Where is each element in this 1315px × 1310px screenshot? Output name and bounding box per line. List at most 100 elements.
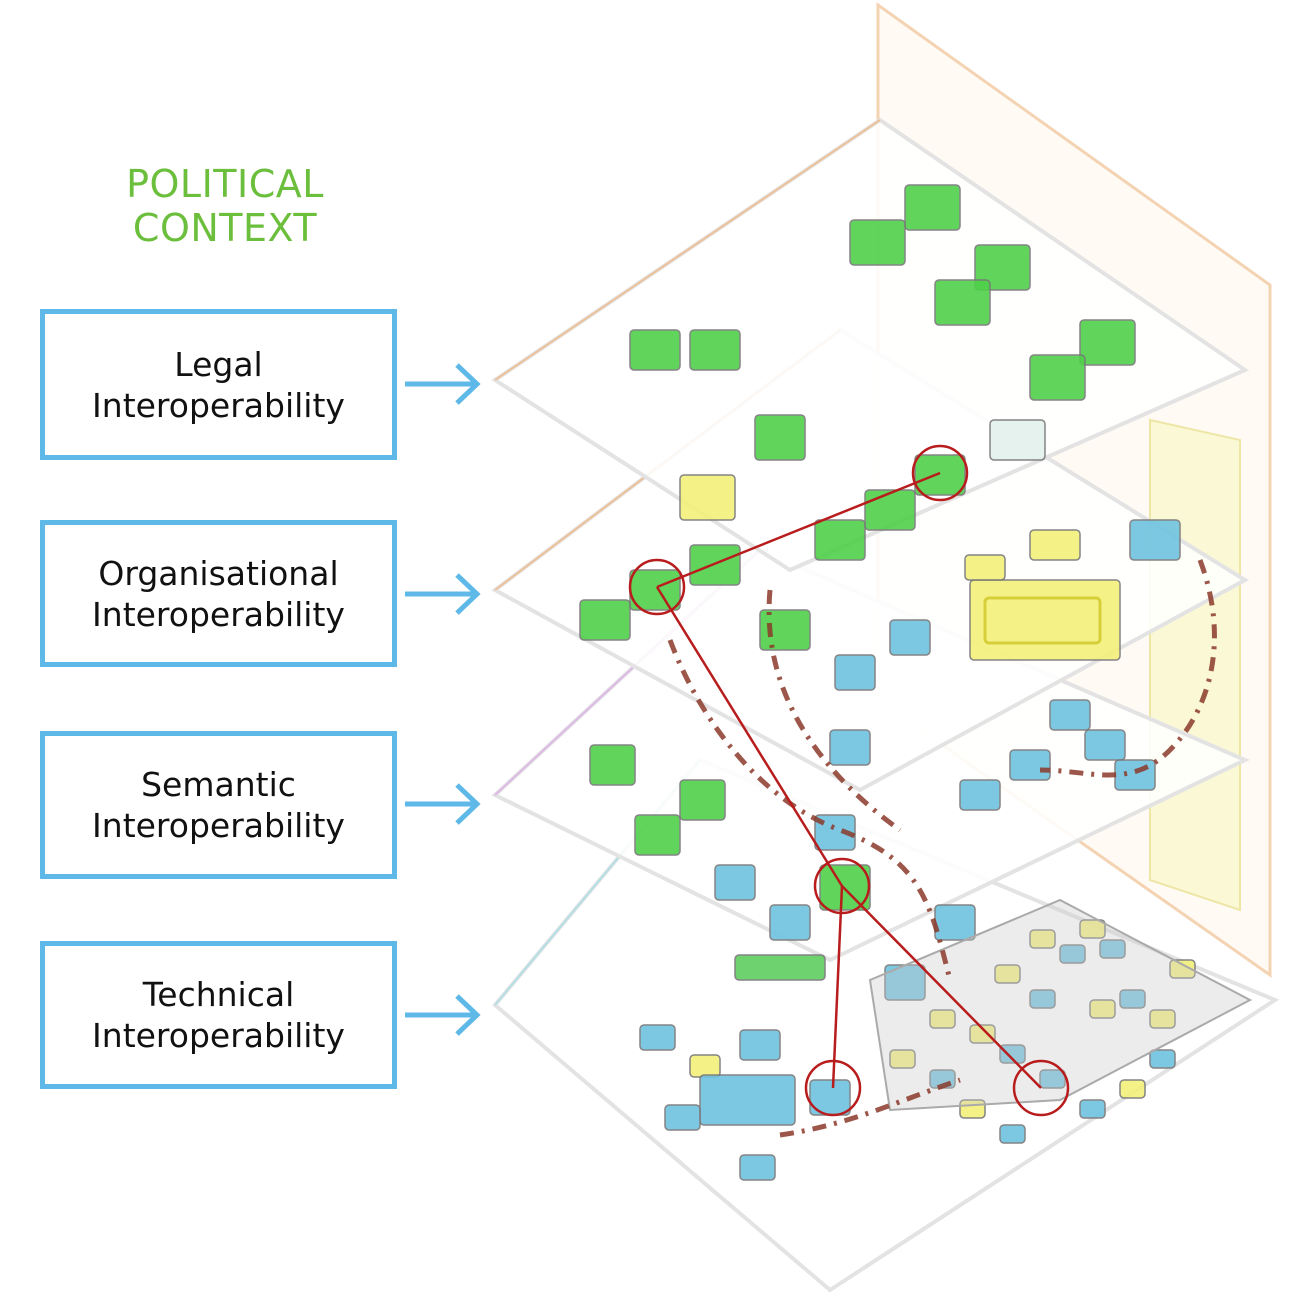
diagram-block xyxy=(714,864,756,901)
diagram-block xyxy=(739,1154,776,1181)
highlight-circle xyxy=(628,558,686,616)
diagram-block xyxy=(769,904,811,941)
highlight-connection-line xyxy=(655,586,844,887)
diagram-block xyxy=(1129,519,1181,561)
diagram-block xyxy=(689,1054,721,1078)
diagram-block xyxy=(579,599,631,641)
organisational-arrow-icon xyxy=(405,573,481,615)
layer-label-line-2: Interoperability xyxy=(92,806,345,845)
diagram-block xyxy=(849,219,906,266)
diagram-block xyxy=(1029,354,1086,401)
diagram-block xyxy=(1039,1069,1066,1089)
diagram-block xyxy=(1119,989,1146,1009)
diagram-block xyxy=(929,1009,956,1029)
layer-label-line-1: Technical xyxy=(142,975,295,1014)
diagram-block xyxy=(974,244,1031,291)
diagram-block xyxy=(679,474,736,521)
diagram-block xyxy=(904,184,961,231)
layer-label-line-1: Semantic xyxy=(141,765,296,804)
diagram-block xyxy=(1029,529,1081,561)
dashed-connection xyxy=(766,589,902,833)
title-line-1: POLITICAL xyxy=(126,162,324,206)
diagram-block xyxy=(1049,699,1091,731)
diagram-block xyxy=(664,1104,701,1131)
diagram-block xyxy=(889,1049,916,1069)
layer-label-line-1: Legal xyxy=(174,344,263,384)
diagram-block xyxy=(989,419,1046,461)
diagram-block xyxy=(634,814,681,856)
technical-arrow-icon xyxy=(405,994,481,1036)
diagram-block xyxy=(889,619,931,656)
organisational-layer-box: Organisational Interoperability xyxy=(40,520,397,667)
side-panel xyxy=(1149,418,1241,912)
diagram-block xyxy=(934,279,991,326)
diagram-block xyxy=(1079,319,1136,366)
diagram-block xyxy=(639,1024,676,1051)
diagram-block xyxy=(1099,939,1126,959)
diagram-block xyxy=(914,454,966,496)
diagram-block xyxy=(1029,929,1056,949)
diagram-block xyxy=(1149,1009,1176,1029)
dashed-connection xyxy=(779,1077,961,1138)
diagram-block xyxy=(1059,944,1086,964)
diagram-block xyxy=(969,1024,996,1044)
nested-block-frame xyxy=(983,596,1102,645)
highlight-circle xyxy=(1012,1059,1070,1117)
diagram-block xyxy=(1079,919,1106,939)
highlight-circle xyxy=(804,1059,862,1117)
diagram-block xyxy=(934,904,976,941)
diagram-block xyxy=(679,779,726,821)
diagram-block xyxy=(699,1074,796,1126)
layer-label-line-1: Organisational xyxy=(98,553,339,593)
layer-label-line-2: Interoperability xyxy=(92,385,345,425)
diagram-block xyxy=(1029,989,1056,1009)
connection-paths xyxy=(628,444,1217,1138)
diagram-block xyxy=(834,654,876,691)
diagram-block xyxy=(829,729,871,766)
technical-grid-area xyxy=(868,898,1253,1112)
technical-layer-box: Technical Interoperability xyxy=(40,941,397,1089)
diagram-title: POLITICAL CONTEXT xyxy=(60,162,390,250)
diagram-block xyxy=(1079,1099,1106,1119)
diagram-block xyxy=(1119,1079,1146,1099)
diagram-block xyxy=(1169,959,1196,979)
diagram-block xyxy=(739,1029,781,1061)
diagram-block xyxy=(959,779,1001,811)
diagram-block xyxy=(814,519,866,561)
dashed-connection xyxy=(1039,559,1217,778)
semantic-layer-box: Semantic Interoperability xyxy=(40,731,397,879)
diagram-block xyxy=(1089,999,1116,1019)
diagram-block xyxy=(969,579,1121,661)
layer-label-line-2: Interoperability xyxy=(92,1016,345,1055)
legal-plane-edge xyxy=(494,119,881,381)
diagram-block xyxy=(754,414,806,461)
legal-layer-box: Legal Interoperability xyxy=(40,309,397,460)
diagram-block xyxy=(964,554,1006,581)
diagram-block xyxy=(589,744,636,786)
diagram-block xyxy=(1114,759,1156,791)
diagram-block xyxy=(994,964,1021,984)
diagram-block xyxy=(1009,749,1051,781)
highlight-connection-line xyxy=(656,471,941,589)
highlight-connection-line xyxy=(831,885,844,1089)
diagram-block xyxy=(1149,1049,1176,1069)
diagram-block xyxy=(864,489,916,531)
diagram-block xyxy=(734,954,826,981)
title-line-2: CONTEXT xyxy=(132,206,318,250)
diagram-block xyxy=(689,544,741,586)
diagram-block xyxy=(999,1124,1026,1144)
semantic-arrow-icon xyxy=(405,783,481,825)
diagram-block xyxy=(814,814,856,851)
dashed-connection xyxy=(667,639,953,981)
legal-arrow-icon xyxy=(405,363,481,405)
highlight-connection-line xyxy=(841,885,1042,1089)
diagram-block xyxy=(759,609,811,651)
layer-label-line-2: Interoperability xyxy=(92,594,345,634)
layer-planes xyxy=(491,2,1280,1293)
diagram-block xyxy=(689,329,741,371)
diagram-block xyxy=(1084,729,1126,761)
highlight-circle xyxy=(911,444,969,502)
diagram-block xyxy=(629,329,681,371)
highlight-circle xyxy=(813,857,871,915)
